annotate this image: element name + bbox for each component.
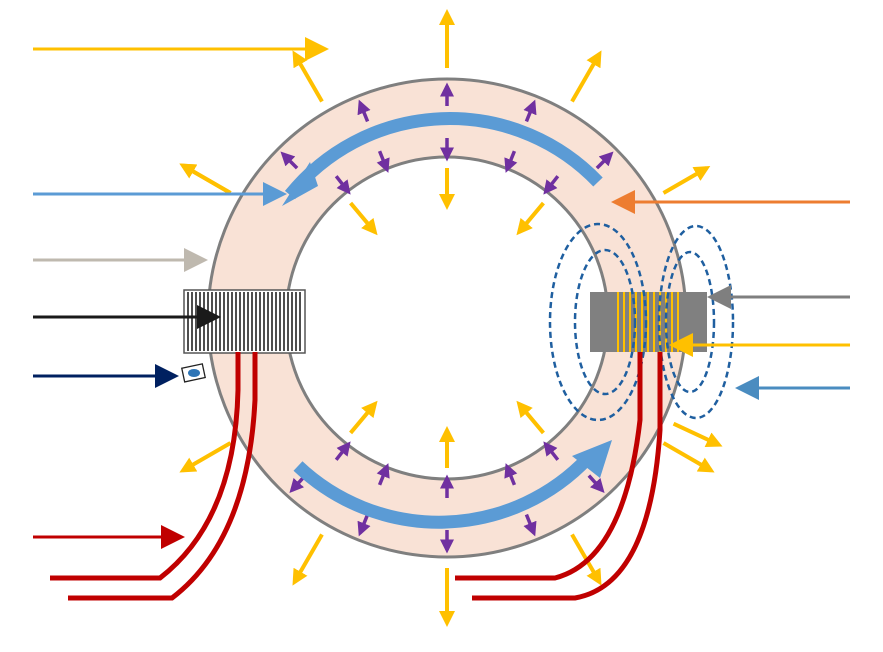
upper-current-arrowhead	[282, 162, 318, 206]
field-arrow-19	[543, 441, 560, 461]
outward-ray-1	[570, 50, 602, 103]
coil-windings	[187, 292, 301, 351]
outward-ray-6	[292, 533, 324, 586]
field-arrow-2	[523, 99, 537, 123]
field-arrow-18	[334, 441, 351, 461]
inward-ray-4	[349, 400, 378, 435]
right-core-block	[590, 292, 707, 352]
ring-field-arrows	[280, 82, 614, 554]
outward-ray-9	[662, 441, 715, 473]
field-arrow-12	[523, 513, 537, 537]
core-coil-windings	[617, 292, 679, 352]
right-wire-2	[472, 352, 663, 601]
right-wire-1	[455, 352, 643, 581]
lead-wires	[50, 352, 663, 601]
left-wire-2	[68, 352, 258, 601]
gap-sensor	[180, 363, 206, 383]
field-arrow-4	[595, 151, 614, 170]
outward-ray-se	[672, 421, 723, 447]
field-arrow-9	[543, 175, 560, 195]
field-arrow-17	[504, 463, 518, 486]
field-arrow-1	[357, 99, 371, 123]
field-arrow-8	[334, 175, 351, 195]
radial-emission-arrows	[179, 9, 723, 627]
field-arrow-11	[357, 513, 371, 537]
lower-current-arrow	[293, 453, 593, 529]
field-arrow-3	[280, 151, 299, 170]
field-loop-right-inner	[664, 250, 716, 394]
upper-current-arrow	[284, 112, 603, 200]
field-arrow-7	[504, 150, 518, 173]
inward-ray-5	[516, 400, 545, 435]
left-coil-block	[183, 289, 306, 354]
field-arrow-6	[376, 150, 390, 173]
left-wire-1	[50, 352, 241, 581]
outward-ray-3	[292, 50, 324, 103]
outward-ray-10	[179, 163, 232, 195]
field-loop-left-inner	[573, 248, 637, 396]
field-loop-left-outer	[548, 222, 648, 422]
outward-ray-5	[179, 441, 232, 473]
magnetic-field-lines	[548, 222, 735, 422]
lower-current-arrowhead	[572, 440, 612, 478]
outward-ray-8	[570, 533, 602, 586]
field-loop-right-outer	[657, 224, 735, 420]
pointer-arrows	[33, 37, 850, 549]
outward-ray-ne	[662, 165, 711, 195]
inward-ray-1	[349, 201, 378, 236]
inward-ray-2	[516, 201, 545, 236]
field-arrow-16	[376, 463, 390, 486]
circulating-current-arrows	[282, 112, 612, 529]
field-arrow-14	[587, 474, 605, 494]
